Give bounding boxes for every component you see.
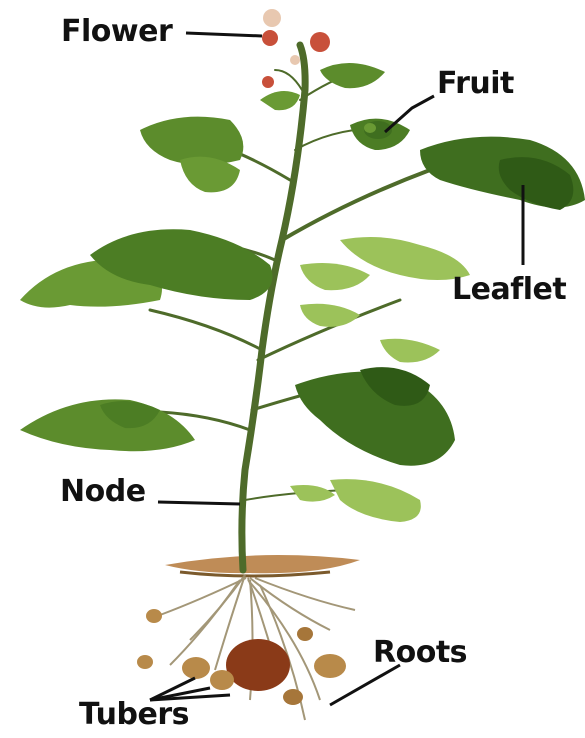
leaflet-label: Leaflet <box>452 275 566 305</box>
soil-surface <box>165 555 360 576</box>
flowers <box>262 9 330 88</box>
flower-label: Flower <box>61 17 172 47</box>
flower-leader-line <box>186 33 262 36</box>
fruit-leader-line <box>385 96 434 132</box>
node-leader-line <box>158 502 240 504</box>
node-label: Node <box>60 477 146 507</box>
tubers-label: Tubers <box>79 700 189 730</box>
fruit-label: Fruit <box>437 69 514 99</box>
roots-label: Roots <box>373 638 467 668</box>
